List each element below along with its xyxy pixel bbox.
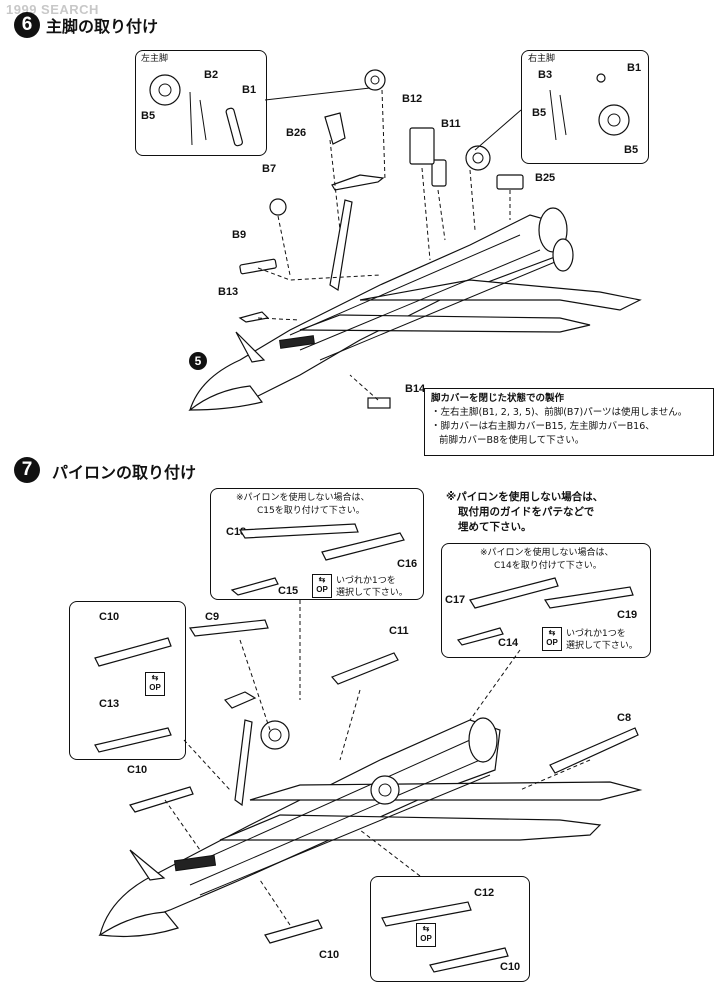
center-select-2: 選択して下さい。 xyxy=(336,588,408,598)
part-label-b14: B14 xyxy=(405,383,426,395)
callout-5: 5 xyxy=(189,352,207,370)
part-label-c10-mid: C10 xyxy=(127,764,148,776)
part-label-c19: C19 xyxy=(617,609,638,621)
part-label-b3: B3 xyxy=(538,69,553,81)
part-label-c17: C17 xyxy=(445,594,466,606)
step6-aircraft-drawing xyxy=(149,69,642,411)
part-label-b11: B11 xyxy=(441,118,461,130)
pylon-center-box xyxy=(210,488,424,600)
part-label-c10-bottom: C10 xyxy=(500,961,521,973)
part-label-b1-right: B1 xyxy=(627,62,642,74)
part-label-c11: C11 xyxy=(389,625,409,637)
right-main-gear-label: 右主脚 xyxy=(528,54,556,64)
op-icon-center: ⇆OP xyxy=(312,574,332,598)
left-main-gear-label: 左主脚 xyxy=(141,54,169,64)
part-label-c8: C8 xyxy=(617,712,632,724)
closed-gear-note: 脚カバーを閉じた状態での製作 ・左右主脚(B1, 2, 3, 5)、前脚(B7)… xyxy=(424,388,714,456)
right-select-2: 選択して下さい。 xyxy=(566,641,638,651)
right-select-1: いづれか1つを xyxy=(566,629,626,639)
note-heading: 脚カバーを閉じた状態での製作 xyxy=(431,393,565,404)
part-label-b5: B5 xyxy=(141,110,156,122)
center-select-1: いづれか1つを xyxy=(336,576,396,586)
right-main-gear-box xyxy=(521,50,649,164)
pylon-left-box xyxy=(69,601,186,760)
part-label-c14: C14 xyxy=(498,637,519,649)
part-label-b9: B9 xyxy=(232,229,247,241)
note-line-3: 前脚カバーB8を使用して下さい。 xyxy=(439,435,585,446)
part-label-b25: B25 xyxy=(535,172,556,184)
right-box-note-2: C14を取り付けて下さい。 xyxy=(494,561,602,571)
part-label-b7: B7 xyxy=(262,163,277,175)
part-label-b13: B13 xyxy=(218,286,239,298)
op-icon-left: ⇆OP xyxy=(145,672,165,696)
part-label-c12: C12 xyxy=(474,887,495,899)
part-label-b2: B2 xyxy=(204,69,219,81)
note-line-2: ・脚カバーは右主脚カバーB15, 左主脚カバーB16、 xyxy=(431,421,655,432)
part-label-b12: B12 xyxy=(402,93,423,105)
part-label-c10-low: C10 xyxy=(319,949,340,961)
right-box-note-1: ※パイロンを使用しない場合は、 xyxy=(480,548,614,558)
left-main-gear-box xyxy=(135,50,267,156)
part-label-c10-left: C10 xyxy=(99,611,120,623)
part-label-b5-right: B5 xyxy=(624,144,639,156)
center-box-note-2: C15を取り付けて下さい。 xyxy=(257,506,365,516)
pylon-bottom-box xyxy=(370,876,530,982)
step-6-number: 6 xyxy=(14,12,40,38)
part-label-b26: B26 xyxy=(286,127,307,139)
step7-aircraft-drawing xyxy=(94,523,643,973)
part-label-c9: C9 xyxy=(205,611,220,623)
note-line-1: ・左右主脚(B1, 2, 3, 5)、前脚(B7)パーツは使用しません。 xyxy=(431,407,688,418)
pylon-right-box xyxy=(441,543,651,658)
part-label-c13: C13 xyxy=(99,698,120,710)
part-label-c15: C15 xyxy=(278,585,299,597)
step-6-title: 主脚の取り付け xyxy=(46,17,159,36)
part-label-b1: B1 xyxy=(242,84,257,96)
op-icon-right: ⇆OP xyxy=(542,627,562,651)
op-icon-bottom: ⇆OP xyxy=(416,923,436,947)
part-label-c18: C18 xyxy=(226,526,247,538)
part-label-c16: C16 xyxy=(397,558,418,570)
step-7-number: 7 xyxy=(14,457,40,483)
center-box-note-1: ※パイロンを使用しない場合は、 xyxy=(236,493,370,503)
part-label-b5-right-small: B5 xyxy=(532,107,547,119)
guide-note: ※パイロンを使用しない場合は、 取付用のガイドをパテなどで 埋めて下さい。 xyxy=(446,491,604,533)
step-7-title: パイロンの取り付け xyxy=(52,463,197,482)
